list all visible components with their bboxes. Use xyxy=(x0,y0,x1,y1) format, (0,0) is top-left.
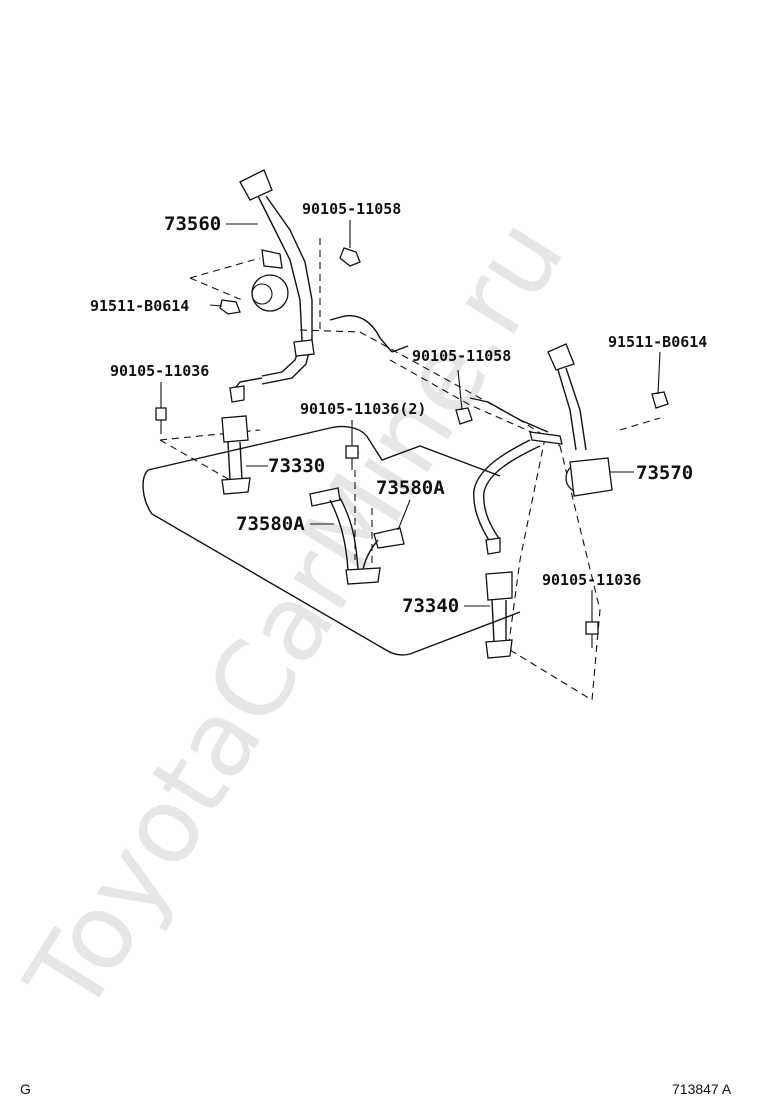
label-73340: 73340 xyxy=(402,595,459,617)
label-73570: 73570 xyxy=(636,462,693,484)
bolt-icon xyxy=(155,407,167,434)
left-retractor-belt-73560 xyxy=(229,169,315,403)
label-73580A-left: 73580A xyxy=(236,513,305,535)
bolt-icons xyxy=(155,247,669,648)
label-91511-B0614-left: 91511-B0614 xyxy=(90,297,189,315)
label-90105-11058-top: 90105-11058 xyxy=(302,200,401,218)
label-90105-11058-mid: 90105-11058 xyxy=(412,347,511,365)
bolt-icon xyxy=(651,391,669,409)
label-90105-11036-right: 90105-11036 xyxy=(542,571,641,589)
bolt-icon xyxy=(455,407,473,425)
watermark: ToyotaCarMine.ru xyxy=(2,198,587,1034)
label-73580A-right: 73580A xyxy=(376,477,445,499)
label-91511-B0614-right: 91511-B0614 xyxy=(608,333,707,351)
footer-right-code: 713847 A xyxy=(672,1081,732,1097)
label-73330: 73330 xyxy=(268,455,325,477)
bolt-icon xyxy=(345,445,359,470)
label-90105-11036-2: 90105-11036(2) xyxy=(300,400,426,418)
label-73560: 73560 xyxy=(164,213,221,235)
seat-cushion-outline xyxy=(142,315,549,656)
right-retractor-belt-73570 xyxy=(473,343,613,555)
right-buckle-73340 xyxy=(485,571,513,659)
leader-lines xyxy=(160,220,661,622)
bolt-icon xyxy=(585,621,599,648)
center-buckles-73580A xyxy=(309,487,405,585)
left-buckle-73330 xyxy=(221,415,251,495)
bolt-icon xyxy=(219,299,241,315)
footer-left-code: G xyxy=(20,1081,31,1097)
label-90105-11036-left: 90105-11036 xyxy=(110,362,209,380)
bolt-icon xyxy=(339,247,361,267)
